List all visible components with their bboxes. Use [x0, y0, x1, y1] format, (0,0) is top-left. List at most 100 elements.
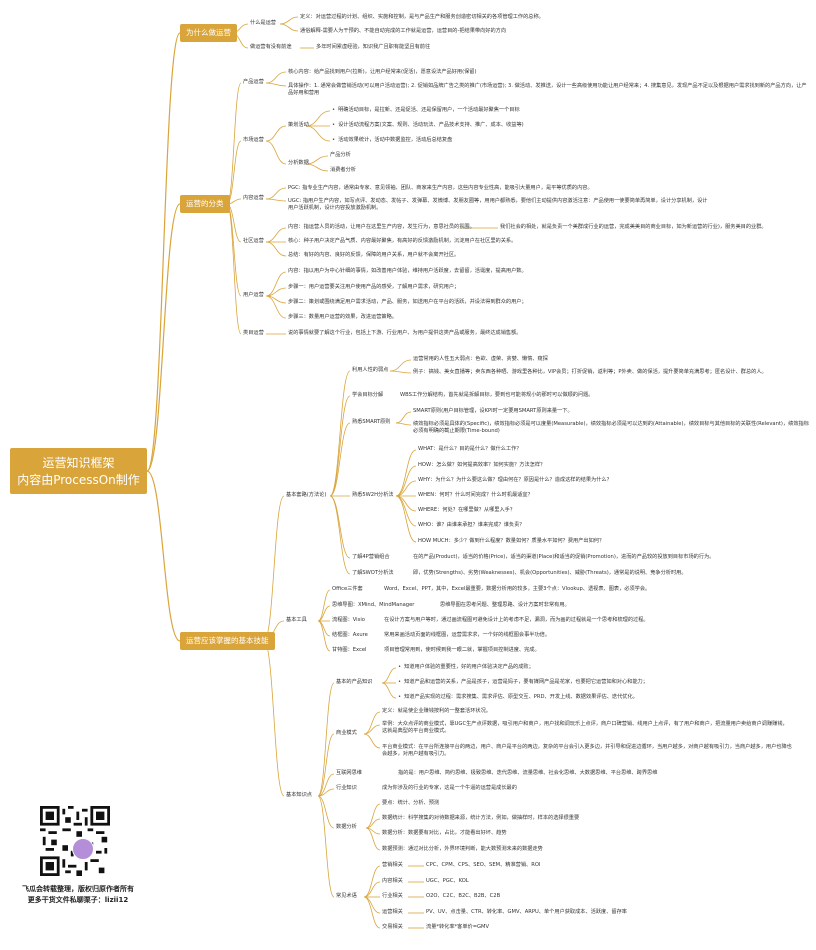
business-example: 举例：大众点评的商业模式，靠UGC生产点评数据，吸引用户和商户，用户找和调玩乐上… — [382, 721, 788, 734]
product-ops: 产品运营 — [243, 79, 264, 85]
connector — [365, 803, 381, 829]
swot: 了解SWOT分析法 — [352, 570, 394, 576]
connector — [265, 227, 287, 243]
term-label: 行业相关 — [382, 893, 403, 899]
plan-item: 活动效果统计，活动中数据监控，活动后总结复盘 — [332, 137, 452, 144]
platform-model: 平台商业模式：在平台所连接平台的两边，用户、商户是平台的两边，复杂的平台会引入更… — [382, 744, 792, 757]
axure-tool: 结框图：Axure — [332, 632, 368, 638]
analysis: 分析数据 — [288, 160, 309, 166]
planning: 策划活动 — [288, 122, 309, 128]
term-text: CPC、CPM、CPS、SEO、SEM、精准营销、ROI — [426, 862, 541, 868]
gantt-tool: 甘特图：Excel — [332, 647, 367, 653]
connector — [317, 589, 331, 622]
w2h-item: WHERE：何处？在哪里做？从哪里入手？ — [418, 507, 516, 513]
connector — [265, 271, 287, 297]
connector — [329, 370, 351, 497]
community-ops: 社区运营 — [243, 238, 264, 244]
office: Office三件套 — [332, 586, 363, 592]
terms: 常见术语 — [336, 893, 357, 899]
root-title: 运营知识框架 — [42, 456, 115, 470]
connector — [265, 125, 287, 142]
user-step3: 步骤三：数量用户运营的效果，改进运营策略。 — [288, 314, 397, 320]
connector — [389, 370, 412, 374]
community-core: 核心：种子用户决定产品气质、内容最好聚焦，有高好的反馈激励机制，沉淀用户在社区里… — [288, 238, 517, 244]
term-text: UGC、PGC、KOL — [426, 878, 469, 884]
target: 学会目标分解 — [352, 392, 384, 398]
mind-text: 思维导图在思考问题、整理思路、设计方案时非常有用。 — [440, 602, 570, 608]
connector — [363, 724, 381, 735]
connector — [265, 82, 287, 87]
user-step1: 步骤一：用户运营要关注用户使用产品的感受，了解用户需求，研究用户； — [288, 284, 460, 290]
connector — [317, 795, 335, 898]
term-label: 营销相关 — [382, 862, 403, 868]
connector — [305, 155, 329, 165]
term-text: 流量*转化率*客单价=GMV — [426, 924, 490, 930]
connector — [317, 620, 331, 652]
connector — [395, 495, 417, 527]
connector — [395, 411, 412, 424]
connector — [317, 788, 335, 797]
product-specific: 具体操作：1. 通常会做营销活动(可以用户活动运营); 2. 促销如品牌广告之类… — [288, 83, 807, 96]
connector — [395, 465, 417, 497]
connector — [317, 773, 335, 797]
human-text: 运营常用的人性五大弱点：色欲、虚荣、贪婪、懒惰、窥探 — [413, 356, 548, 362]
w2h-item: WHAT：是什么？目的是什么？做什么工作？ — [418, 446, 522, 452]
connector — [265, 241, 287, 257]
plan-item: 设计活动流程方案(文案、规则、活动玩法、产品技术支持、推广、成本、收益等) — [332, 122, 524, 129]
term-text: O2O、C2C、B2C、B2B、C2B — [426, 893, 501, 899]
connector — [395, 422, 412, 426]
community-content2: 我们社会的相处，就是负责一个美群成行业的运营，完成美美目的商业目标，如为新运营的… — [500, 224, 767, 230]
branch-basics: 运营应该掌握的基本技能 — [180, 632, 275, 650]
term-label: 运营相关 — [382, 909, 403, 915]
root-node: 运营知识框架 内容由ProcessOn制作 — [10, 448, 147, 494]
target-text: WBS工作分解结构，首先就是拆解目标，要到也可能将规小的那时可以做顺的问题。 — [400, 392, 594, 398]
connector — [146, 203, 181, 472]
data-item: 数据统计：科学搜集的对待数据来源，统计方法，例如，做抽样时，样本的选择很重要 — [382, 815, 580, 821]
product-knowledge-item: 知道产品和运营的关系，产品是孩子，运营是妈子，要有媒网产品是花家，也要把它运营如… — [398, 679, 648, 686]
connector — [317, 682, 335, 797]
connector — [363, 865, 381, 898]
connector — [395, 480, 417, 497]
flowchart-tool: 流程图：Visio — [332, 617, 365, 623]
content-ops: 内容运营 — [243, 195, 264, 201]
w2h-item: HOW MUCH：多少？做到什么程度？数量如何？质量水平如何？费用产出如何？ — [418, 538, 605, 544]
product-core: 核心内容：给产品找到用户(拉新)，让用户经常来(促活)，愿意设法产品好用(保留) — [288, 69, 477, 75]
data-item: 数据预测：通过对比分析，外界环境判断，能大数预测未来的数据走势 — [382, 846, 543, 852]
connector — [263, 495, 285, 642]
avatar — [72, 838, 94, 860]
flow-text: 在设计方案与用户等时，通过画流程图可避免设计上的考虑不足，漏洞，而为画的过程就是… — [384, 617, 649, 623]
data-analysis: 数据分析 — [336, 824, 357, 830]
smart-detail: 绩效指标必须是具体的(Specific)，绩效指标必须是可以度量(Measura… — [413, 421, 809, 434]
connector — [329, 422, 351, 497]
credit-line2: 更多干货文件私聊栗子：lizii12 — [27, 896, 129, 904]
w2h: 熟悉5W2H分析法 — [352, 492, 394, 498]
ops-future-text: 多年时间累虚经验，知识我广且职有能坚且有前往 — [316, 44, 431, 50]
product-knowledge: 基本的产品知识 — [336, 679, 373, 685]
connector — [395, 495, 417, 512]
business-model: 商业模式 — [336, 730, 357, 736]
connector — [363, 733, 381, 749]
user-ops: 用户运营 — [243, 292, 264, 298]
axure-text: 常用来画活动页面的线框图，运营需求求，一个好的线框图会事半功倍。 — [384, 632, 551, 638]
term-text: PV、UV、点击量、CTR、转化率、GMV、ARPU、单个用户获取成本、活跃度、… — [426, 909, 627, 915]
fourp-text: 在的产品(Product)，适当的价格(Price)，适当的渠道(Place)和… — [413, 554, 715, 560]
business-def: 定义：就是使企业赚钱按利的一整套活环状况。 — [382, 708, 491, 714]
connector — [317, 620, 331, 637]
methods: 基本套路(方法论) — [286, 492, 327, 498]
connector — [305, 163, 329, 172]
w2h-item: WHO：谁？由谁来承担？谁来完成？谁负责？ — [418, 522, 525, 528]
knowledge: 基本知识点 — [286, 792, 312, 798]
connector — [305, 110, 331, 127]
connector — [363, 896, 381, 929]
fourp: 了解4P营销组合 — [352, 554, 390, 560]
term-label: 内容相关 — [382, 878, 403, 884]
ugc: UGC: 指用户生产内容，如写点评、发动态、发帖子、发弹幕、发微博、发朋友圈等，… — [288, 198, 708, 211]
human-weakness: 利用人性的弱点 — [352, 367, 389, 373]
smart: 熟悉SMART原则 — [352, 419, 391, 425]
connector — [279, 23, 299, 32]
community-summary: 总结：有好的内容、良好的反馈，保障的用户关系，用户就不会离开社区。 — [288, 252, 460, 258]
w2h-item: HOW：怎么做？如何提高效率？如何实施？方法怎样？ — [418, 462, 546, 468]
connector — [305, 125, 331, 142]
connector — [317, 733, 335, 797]
ops-popular: 通俗解释-需要人为干预的、不能自动完成的工作就是运营，运营目的-把结果带向好的方… — [300, 28, 507, 34]
